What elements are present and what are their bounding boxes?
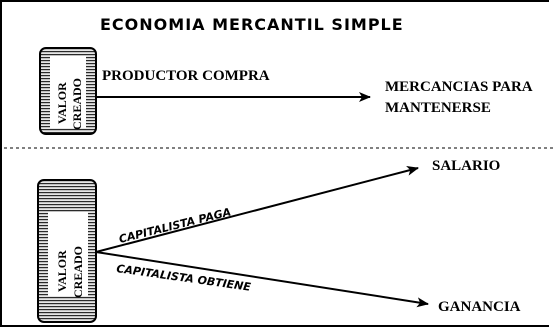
coin-top-label-1: VALOR [55,82,69,124]
coin-stack-top: VALOR CREADO [39,47,97,135]
target-salary: SALARIO [432,158,500,174]
label-capitalist-pays: CAPITALISTA PAGA [118,205,233,245]
target-profit: GANANCIA [438,299,521,315]
diagram-title: ECONOMIA MERCANTIL SIMPLE [100,15,404,34]
coin-bottom-label-1: VALOR [55,250,69,292]
target-goods-line2: MANTENERSE [385,100,491,116]
label-capitalist-obtains: CAPITALISTA OBTIENE [116,262,252,294]
coin-top-label-2: CREADO [70,78,84,130]
arrow-capitalist-obtains [95,251,429,308]
label-producer-buys: PRODUCTOR COMPRA [102,68,270,84]
target-goods-line1: MERCANCIAS PARA [385,79,533,95]
arrow-capitalist-pays [95,165,419,253]
coin-stack-bottom: VALOR CREADO [37,179,97,323]
frame-gap [549,0,555,329]
coin-bottom-label-2: CREADO [71,246,85,298]
